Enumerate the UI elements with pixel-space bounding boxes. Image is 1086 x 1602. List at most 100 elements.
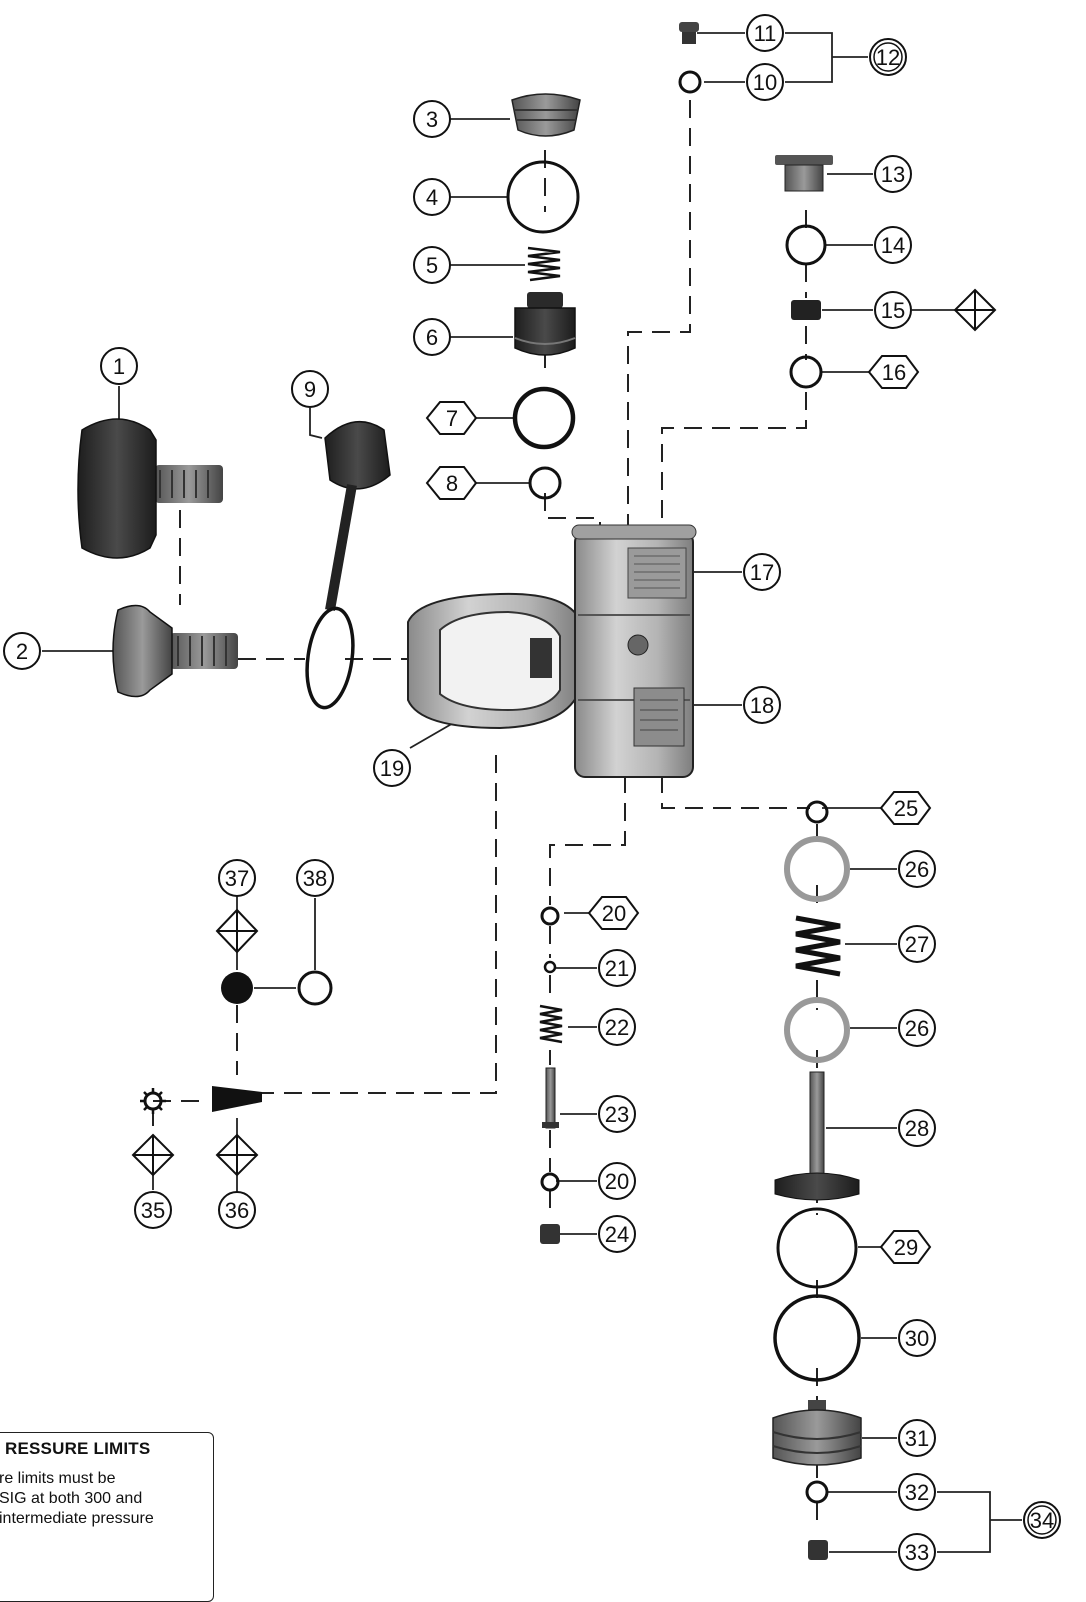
svg-text:16: 16: [882, 360, 906, 385]
callout-21: [598, 949, 636, 987]
part-35-gear-symbol: [140, 1088, 166, 1114]
svg-text:32: 32: [905, 1480, 929, 1505]
callout-20-top: [587, 896, 640, 930]
part-3-cap: [511, 93, 581, 137]
callout-32: [898, 1473, 936, 1511]
callout-18: [743, 686, 781, 724]
part-36-diamond-symbol: [215, 1133, 259, 1177]
svg-text:7: 7: [446, 406, 458, 431]
leader-lines: [42, 32, 1022, 1553]
part-10-o-ring: [678, 70, 702, 94]
dashed-connectors: [152, 100, 818, 1530]
svg-text:15: 15: [881, 298, 905, 323]
part-21-o-ring: [543, 960, 557, 974]
part-32-o-ring: [805, 1480, 829, 1504]
svg-text:20: 20: [605, 1169, 629, 1194]
part-31-end-cap: [772, 1400, 862, 1466]
callout-13: [874, 155, 912, 193]
callout-3: [413, 100, 451, 138]
callout-31: [898, 1419, 936, 1457]
callout-23: [598, 1095, 636, 1133]
part-26-washer-bottom: [784, 997, 850, 1063]
part-15-diamond-symbol: [953, 288, 997, 332]
part-6-piston: [514, 292, 576, 356]
svg-text:3: 3: [426, 107, 438, 132]
callout-16: [867, 355, 920, 389]
callout-8: [425, 466, 478, 500]
callout-26-bottom: [898, 1009, 936, 1047]
callout-9: [291, 370, 329, 408]
svg-text:26: 26: [905, 1016, 929, 1041]
part-22-spring: [539, 1004, 563, 1044]
svg-text:27: 27: [905, 932, 929, 957]
svg-text:20: 20: [602, 901, 626, 926]
callout-36: [218, 1191, 256, 1229]
part-18-label-plate: [633, 687, 685, 747]
part-26-washer-top: [784, 836, 850, 902]
part-5-spring: [527, 246, 561, 282]
svg-text:36: 36: [225, 1198, 249, 1223]
part-24-plug: [540, 1224, 560, 1244]
part-20-o-ring-top: [540, 906, 560, 926]
part-36-nozzle: [212, 1086, 262, 1112]
svg-text:22: 22: [605, 1015, 629, 1040]
svg-text:13: 13: [881, 162, 905, 187]
callout-7: [425, 401, 478, 435]
note-line-2: SIG at both 300 and: [0, 1490, 143, 1507]
part-15-filter: [791, 300, 821, 320]
callout-10: [746, 63, 784, 101]
callout-labels: 1 2 3 4 5 6 7 8 9 10 11 12 13 14 15 16 1…: [16, 21, 1054, 1565]
callout-30: [898, 1319, 936, 1357]
part-29-o-ring: [776, 1207, 858, 1289]
part-13-plug: [775, 155, 833, 192]
callout-20-bottom: [598, 1162, 636, 1200]
part-37-diamond-symbol: [215, 908, 259, 954]
note-line-3: intermediate pressure: [0, 1510, 154, 1527]
callout-29: [879, 1230, 932, 1264]
part-35-diamond-symbol: [131, 1133, 175, 1177]
part-23-valve-pin: [542, 1067, 559, 1129]
part-14-o-ring: [785, 224, 827, 266]
part-27-spring: [795, 915, 841, 977]
callout-25: [879, 791, 932, 825]
svg-text:12: 12: [876, 45, 900, 70]
svg-text:2: 2: [16, 639, 28, 664]
callout-1: [100, 347, 138, 385]
svg-text:8: 8: [446, 471, 458, 496]
part-2-t-knob: [112, 604, 238, 698]
callout-33: [898, 1533, 936, 1571]
svg-text:11: 11: [754, 21, 777, 46]
part-4-o-ring: [506, 160, 580, 234]
svg-text:10: 10: [753, 70, 777, 95]
part-28-piston: [774, 1071, 860, 1201]
callout-35: [134, 1191, 172, 1229]
part-20-o-ring-bottom: [540, 1172, 560, 1192]
callout-24: [598, 1215, 636, 1253]
callout-14: [874, 226, 912, 264]
svg-text:21: 21: [605, 956, 629, 981]
part-8-o-ring: [528, 466, 562, 500]
svg-text:34: 34: [1030, 1508, 1054, 1533]
svg-text:29: 29: [894, 1235, 918, 1260]
callout-22: [598, 1008, 636, 1046]
pressure-limits-note: RESSURE LIMITS re limits must be SIG at …: [0, 1432, 214, 1602]
svg-text:18: 18: [750, 693, 774, 718]
svg-text:37: 37: [225, 866, 249, 891]
svg-text:35: 35: [141, 1198, 165, 1223]
svg-text:31: 31: [905, 1426, 929, 1451]
svg-text:25: 25: [894, 796, 918, 821]
part-30-o-ring: [773, 1294, 861, 1382]
part-16-o-ring: [789, 355, 823, 389]
part-25-o-ring: [805, 800, 829, 824]
part-7-o-ring: [512, 386, 576, 450]
callout-38: [296, 859, 334, 897]
part-38-o-ring: [297, 970, 333, 1006]
callout-2: [3, 632, 41, 670]
callout-11: [746, 14, 784, 52]
part-37-ball: [221, 972, 253, 1004]
part-11-plug: [679, 22, 699, 44]
part-1-knob: [77, 418, 223, 559]
callout-26-top: [898, 850, 936, 888]
svg-text:1: 1: [113, 354, 125, 379]
